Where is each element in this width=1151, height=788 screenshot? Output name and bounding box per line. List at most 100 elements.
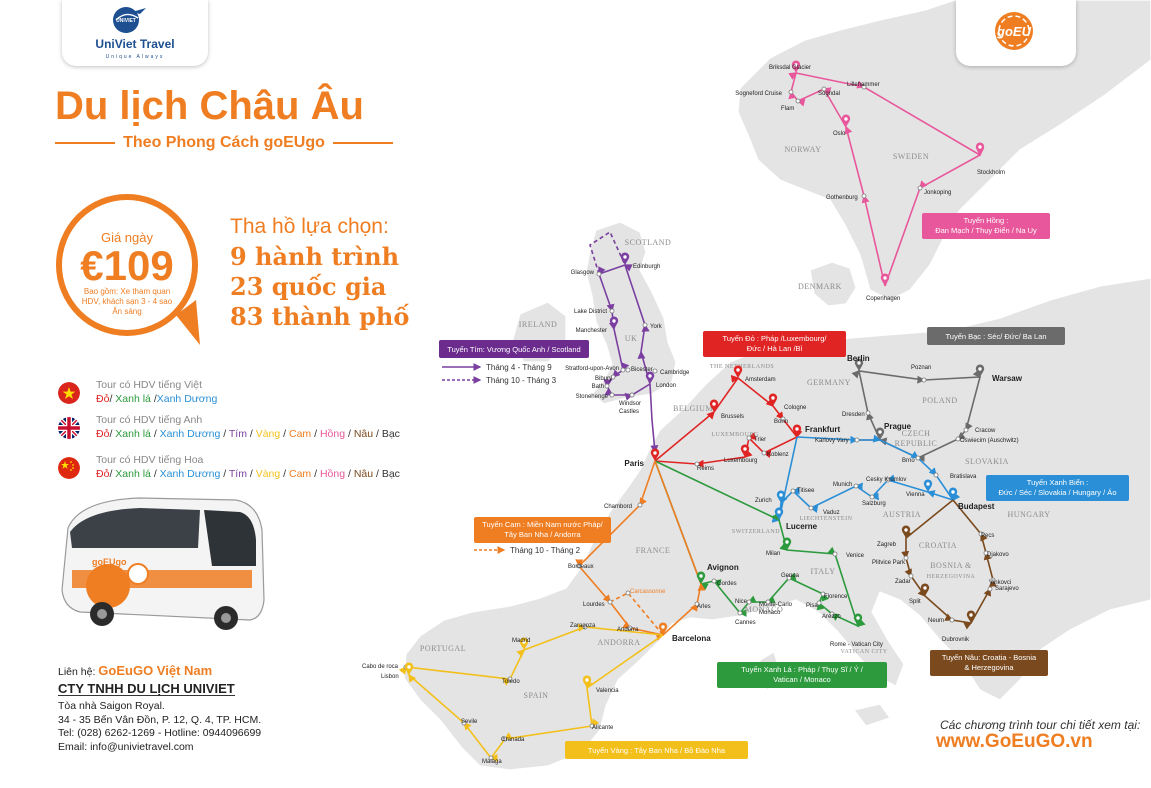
- city-frankfurt[interactable]: Frankfurt: [792, 424, 841, 437]
- route-label-red[interactable]: Tuyến Đỏ : Pháp /Luxembourg/Đức / Hà Lan…: [703, 331, 846, 357]
- city-bonn[interactable]: Bonn: [774, 416, 788, 425]
- city-sogndal[interactable]: Sogndal: [818, 86, 840, 97]
- city-cologne[interactable]: Cologne: [768, 393, 807, 411]
- city-bratislava[interactable]: Bratislava: [933, 472, 977, 480]
- city-arezzo[interactable]: Arezzo: [822, 611, 841, 620]
- city-koblenz[interactable]: Koblenz: [761, 450, 789, 458]
- route-label-brown[interactable]: Tuyến Nâu: Croatia - Bosnia& Herzegovina: [930, 650, 1048, 676]
- city-sevile[interactable]: Sevile: [461, 719, 478, 726]
- city-luxembourg[interactable]: Luxembourg: [724, 444, 757, 464]
- univiet-logo[interactable]: UNIVIET UniViet Travel Unique Always: [62, 0, 208, 66]
- city-pecs[interactable]: Pecs: [978, 531, 994, 539]
- city-budapest[interactable]: Budapest: [948, 487, 995, 511]
- city-sarajevo[interactable]: Sarajevo: [987, 586, 1019, 592]
- city-brno[interactable]: Brno: [902, 455, 921, 464]
- city-edinburgh[interactable]: Edinburgh: [620, 252, 661, 270]
- city-andorra[interactable]: Andorra: [617, 625, 639, 633]
- city-monte-carlo[interactable]: Monte-Carlo: [759, 599, 793, 608]
- city-manchester[interactable]: Manchester: [576, 316, 619, 334]
- city-copenhagen[interactable]: Copenhagen: [866, 273, 900, 302]
- city-dresden[interactable]: Dresden: [842, 410, 871, 418]
- city-paris[interactable]: Paris: [624, 448, 660, 468]
- city-brussels[interactable]: Brussels: [709, 399, 744, 420]
- city-vaduz[interactable]: Vaduz: [808, 505, 840, 516]
- city-cesky-krumlov[interactable]: Cesky Krumlov: [866, 477, 906, 483]
- city-stratford-upon-avon[interactable]: Stratford-upon-Avon: [565, 366, 626, 373]
- website-link[interactable]: www.GoEuGO.vn: [936, 731, 1093, 752]
- city-dubrovnik[interactable]: Dubrovnik: [942, 610, 976, 643]
- city-york[interactable]: York: [642, 322, 663, 330]
- city-cabo-de-roca[interactable]: Cabo de roca: [362, 664, 409, 670]
- city-karlovy-vary[interactable]: Karlovy Vary: [815, 437, 860, 444]
- city-titisee[interactable]: Titisee: [790, 488, 815, 494]
- city-chambord[interactable]: Chambord: [604, 502, 643, 510]
- city-lourdes[interactable]: Lourdes: [583, 599, 613, 608]
- city-madrid[interactable]: Madrid: [512, 637, 530, 650]
- route-label-green[interactable]: Tuyến Xanh Lá : Pháp / Thụy Sĩ / Ý /Vati…: [717, 662, 887, 688]
- city-stonehenge[interactable]: Stonehenge: [576, 392, 615, 400]
- city-stockholm[interactable]: Stockholm: [975, 142, 1005, 176]
- city-bicester[interactable]: Bicester: [625, 367, 653, 373]
- city-bordeaux[interactable]: Bordeaux: [568, 563, 594, 570]
- city-oswiecim-auschwitz[interactable]: Oswiecim (Auschwitz): [955, 436, 1019, 444]
- city-pisa[interactable]: Pisa: [806, 600, 822, 609]
- city-nice[interactable]: Nice: [735, 599, 752, 605]
- city-toledo[interactable]: Toledo: [502, 676, 520, 685]
- city-reims[interactable]: Reims: [694, 461, 714, 472]
- city-vinkovci[interactable]: Vinkovci: [989, 577, 1011, 586]
- city-zagreb[interactable]: Zagreb: [877, 525, 911, 548]
- city-bath[interactable]: Bath: [592, 383, 610, 390]
- city-gothenburg[interactable]: Gothenburg: [826, 193, 867, 201]
- goeugo-logo[interactable]: goEU: [956, 0, 1076, 66]
- city-avignon[interactable]: Avignon: [696, 563, 739, 584]
- city-zaragoza[interactable]: Zaragoza: [570, 623, 596, 630]
- city-poznan[interactable]: Poznan: [911, 365, 931, 383]
- route-label-purple[interactable]: Tuyến Tím: Vương Quốc Anh / Scotland: [439, 340, 589, 358]
- city-arles[interactable]: Arles: [694, 601, 711, 610]
- city-malaga[interactable]: Malaga: [482, 755, 502, 765]
- route-label-yellow[interactable]: Tuyến Vàng : Tây Ban Nha / Bồ Đào Nha: [565, 741, 748, 759]
- city-cambridge[interactable]: Cambridge: [652, 368, 690, 376]
- city-berlin[interactable]: Berlin: [847, 354, 870, 371]
- route-label-orange[interactable]: Tuyến Cam : Miền Nam nước Pháp/Tây Ban N…: [474, 517, 611, 543]
- city-castles[interactable]: Castles: [619, 392, 639, 415]
- city-rome-vatican-city[interactable]: Rome - Vatican City: [830, 613, 883, 648]
- city-florence[interactable]: Florence: [820, 591, 848, 600]
- city-oslo[interactable]: Oslo: [833, 114, 851, 137]
- city-zurich[interactable]: Zurich: [755, 490, 786, 504]
- city-cracow[interactable]: Cracow: [963, 427, 996, 434]
- city-barcelona[interactable]: Barcelona: [658, 622, 711, 643]
- route-label-blue[interactable]: Tuyến Xanh Biển :Đức / Séc / Slovakia / …: [986, 475, 1129, 501]
- city-lillehammer[interactable]: Lillehammer: [847, 82, 880, 90]
- city-amsterdam[interactable]: Amsterdam: [733, 365, 776, 383]
- city-lucerne[interactable]: Lucerne: [774, 507, 818, 531]
- city-briksdal-glacier[interactable]: Briksdal Glacier: [769, 60, 811, 73]
- city-granada[interactable]: Granada: [501, 736, 525, 743]
- city-carcassonne[interactable]: Carcassonne: [625, 589, 666, 596]
- city-vienna[interactable]: Vienna: [906, 479, 933, 498]
- city-split[interactable]: Split: [909, 583, 930, 605]
- city-neum[interactable]: Neum: [928, 617, 955, 624]
- city-lisbon[interactable]: Lisbon: [381, 662, 414, 680]
- city-glasgow[interactable]: Glasgow: [571, 270, 602, 277]
- city-london[interactable]: London: [645, 371, 676, 389]
- city-trier[interactable]: Trier: [746, 435, 766, 443]
- city-plitvice-park[interactable]: Plitvice Park: [872, 555, 909, 566]
- city-salzburg[interactable]: Salzburg: [862, 494, 886, 507]
- city-prague[interactable]: Prague: [875, 422, 912, 440]
- city-sogneford-cruise[interactable]: Sogneford Cruise: [735, 89, 794, 97]
- contact-brand[interactable]: GoEuGO Việt Nam: [98, 663, 213, 678]
- city-lake-district[interactable]: Lake District: [574, 308, 615, 315]
- city-munich[interactable]: Munich: [833, 482, 859, 489]
- city-cannes[interactable]: Cannes: [735, 610, 756, 626]
- city-zadar[interactable]: Zadar: [895, 573, 914, 585]
- city-warsaw[interactable]: Warsaw: [975, 364, 1023, 383]
- city-bibury[interactable]: Bibury: [595, 374, 616, 382]
- city-flam[interactable]: Flam: [781, 98, 801, 112]
- contact-phone[interactable]: Tel: (028) 6262-1269 - Hotline: 09440966…: [58, 727, 262, 739]
- contact-email[interactable]: Email: info@univietravel.com: [58, 740, 194, 753]
- city-genoa[interactable]: Genoa: [781, 573, 800, 581]
- city-monaco[interactable]: Monaco: [759, 599, 781, 616]
- city-valencia[interactable]: Valencia: [582, 675, 619, 694]
- city-gordes[interactable]: Gordes: [711, 578, 737, 587]
